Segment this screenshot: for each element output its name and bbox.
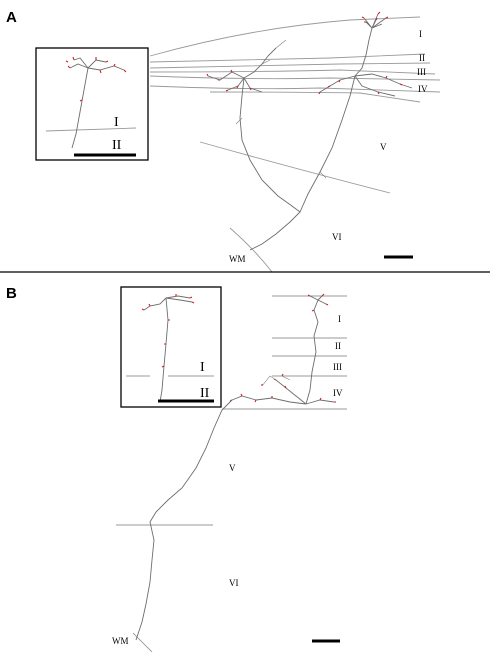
inset-spines xyxy=(141,294,195,368)
boundary-vi-wm xyxy=(229,227,273,273)
inset-frame xyxy=(120,286,222,408)
layer-label-iii: III xyxy=(333,362,342,372)
boundary-ii-iii-upper xyxy=(149,62,431,69)
inset-layer-label-i: I xyxy=(200,360,205,375)
boundary-iv-v xyxy=(209,91,421,103)
inset-spines xyxy=(65,56,127,102)
layer-label-wm: WM xyxy=(229,254,246,264)
inset-boundary-i-ii xyxy=(45,127,137,132)
descending-axon xyxy=(135,399,233,641)
inset-frame xyxy=(35,47,149,161)
inset-apical xyxy=(71,67,89,149)
boundary-iii-iv xyxy=(149,75,441,81)
panel-a-neuron-tracing xyxy=(206,11,413,251)
layer-label-ii: II xyxy=(419,53,425,63)
panel-a-inset: I II xyxy=(35,47,149,161)
basal-dendrites-left xyxy=(207,47,277,93)
inset-apical xyxy=(159,297,169,403)
layer-label-v: V xyxy=(380,142,387,152)
layer-label-wm: WM xyxy=(112,636,129,646)
basal-spines xyxy=(229,373,336,403)
layer-label-vi: VI xyxy=(229,578,239,588)
layer-label-i: I xyxy=(338,314,341,324)
basal-dendrites xyxy=(231,379,335,405)
panel-a-letter: A xyxy=(6,9,17,26)
inset-layer-label-ii: II xyxy=(112,138,122,153)
inset-tuft xyxy=(143,295,193,311)
axon-collaterals xyxy=(235,117,327,179)
layer-label-vi: VI xyxy=(332,232,342,242)
left-oblique xyxy=(261,39,287,65)
layer-label-iv: IV xyxy=(333,388,343,398)
panel-b-inset: I II xyxy=(120,286,222,408)
apical-dendrite-right xyxy=(354,27,373,77)
right-basal-spines xyxy=(318,75,403,95)
apical-tuft xyxy=(363,13,387,29)
basal-branches xyxy=(261,375,291,387)
panel-b-letter: B xyxy=(6,285,17,302)
axon-left xyxy=(239,77,301,213)
inset-layer-label-i: I xyxy=(114,115,119,130)
tuft-spines xyxy=(307,293,329,312)
layer-label-iv: IV xyxy=(418,84,428,94)
layer-label-ii: II xyxy=(335,341,341,351)
apical-dendrite xyxy=(305,295,327,405)
panel-b: B I II III IV V VI WM xyxy=(6,285,347,652)
panel-a-layer-boundaries xyxy=(149,16,441,273)
boundary-ii-iii xyxy=(149,69,436,75)
layer-label-iii: III xyxy=(417,67,426,77)
axon-right xyxy=(299,75,356,213)
tuft-spines xyxy=(361,11,389,23)
inset-layer-label-ii: II xyxy=(200,386,210,401)
boundary-v-vi xyxy=(199,141,391,194)
left-basal-spines xyxy=(206,69,252,92)
axon-to-wm xyxy=(249,211,301,251)
panel-b-neuron-tracing xyxy=(135,293,336,641)
pia-boundary xyxy=(149,16,421,57)
boundary-i-ii xyxy=(149,53,426,63)
layer-label-i: I xyxy=(419,29,422,39)
panel-a: A I II III IV V VI WM xyxy=(6,9,441,273)
boundary-iv-v-upper xyxy=(149,85,441,93)
boundary-vi-wm xyxy=(132,632,153,652)
layer-label-v: V xyxy=(229,463,236,473)
